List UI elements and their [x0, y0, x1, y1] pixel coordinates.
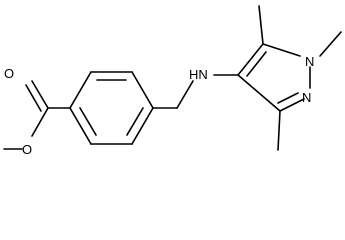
carbonyl-double-bond [31, 80, 49, 109]
molecule-canvas: O O HN N N [3, 5, 342, 157]
benzene-double-bond [126, 107, 144, 136]
pyrazole-n2-label: N [302, 90, 311, 105]
pyrazole-double-bond [246, 51, 267, 77]
pyrazole-bond [237, 43, 264, 76]
c5-methyl-bond [258, 5, 264, 45]
benzene-bond [69, 71, 92, 109]
n1-methyl-bond [319, 31, 342, 57]
pyrazole-double-bond [277, 92, 299, 104]
benzene-bond [131, 71, 154, 109]
pyrazole-n1-label: N [305, 54, 314, 69]
pyrazole-bond [237, 74, 281, 112]
pyrazole-bond [279, 98, 305, 112]
ester-oxygen-bond [31, 107, 49, 137]
ester-oxygen-label: O [22, 142, 32, 157]
pyrazole-bond [262, 43, 301, 57]
carbonyl-oxygen-label: O [4, 66, 14, 81]
benzene-double-bond [79, 107, 97, 136]
benzene-bond [131, 107, 154, 145]
benzene-bond [69, 107, 92, 145]
ch2-to-nh-bond [176, 80, 194, 109]
amine-label: HN [189, 67, 208, 82]
carbonyl-double-bond [25, 84, 42, 112]
molecule-structure: O O HN N N [3, 5, 342, 157]
c3-methyl-bond [277, 110, 281, 151]
